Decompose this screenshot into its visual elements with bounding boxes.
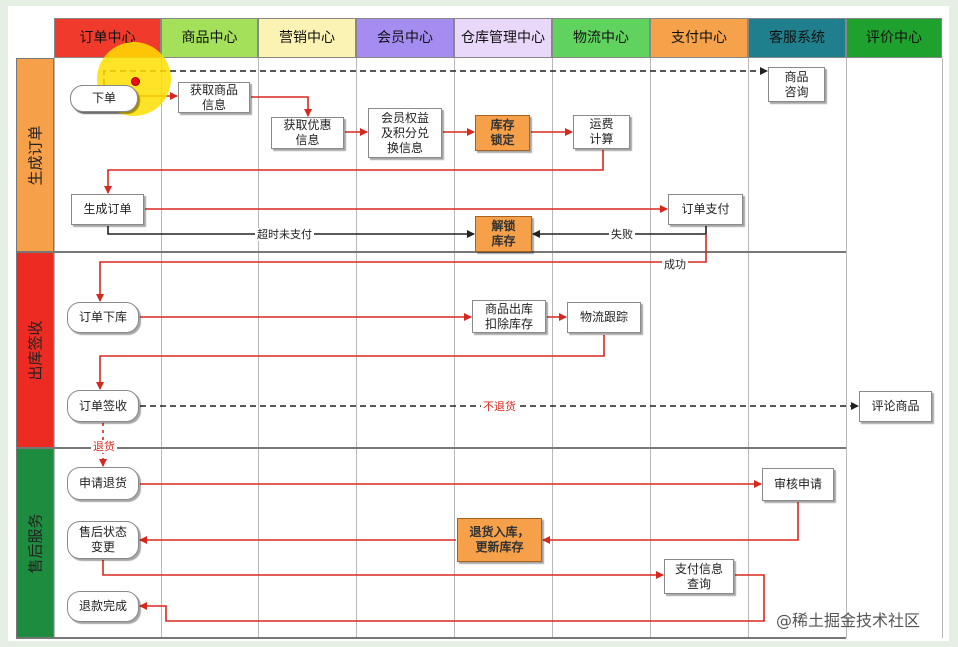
edge-label-no-return: 不退货: [481, 400, 518, 413]
column-header-member-center: 会员中心: [356, 18, 454, 58]
node-label: 支付信息 查询: [674, 561, 723, 591]
node-label: 获取优惠 信息: [283, 118, 332, 147]
column-header-marketing-center: 营销中心: [258, 18, 356, 58]
node-label: 售后状态 变更: [78, 525, 127, 554]
node-label: 评论商品: [871, 399, 920, 413]
connector-status-to-payinfo: [102, 560, 664, 579]
edge-label-return: 退货: [91, 440, 117, 453]
node-label: 订单支付: [681, 202, 730, 216]
column-divider: [258, 58, 259, 638]
lane-divider: [16, 637, 846, 639]
node-label: 订单签收: [78, 398, 127, 413]
node-label: 生成订单: [83, 202, 132, 216]
column-header-logistics-center: 物流中心: [552, 18, 650, 58]
lane-label-create-order: 生成订单: [16, 58, 54, 252]
node-label: 获取商品 信息: [189, 82, 238, 112]
column-divider: [54, 58, 55, 638]
node-rate-product: 评论商品: [859, 391, 932, 422]
column-header-customer-service: 客服系统: [748, 18, 846, 58]
edge-label-fail: 失败: [609, 228, 635, 241]
column-divider: [552, 58, 553, 638]
node-label: 审核申请: [773, 477, 822, 491]
connector-timeout-unlock: [107, 226, 475, 238]
node-refund-done: 退款完成: [67, 591, 139, 622]
node-pay-info-query: 支付信息 查询: [664, 559, 734, 594]
node-member-points: 会员权益 及积分兑 换信息: [368, 108, 442, 158]
column-header-review-center: 评价中心: [846, 18, 942, 58]
column-divider: [748, 58, 749, 638]
node-label: 物流跟踪: [579, 310, 628, 324]
column-divider: [356, 58, 357, 638]
connector-success-outbound: [96, 234, 707, 302]
node-lock-stock: 库存 锁定: [475, 115, 530, 151]
node-label: 退款完成: [78, 599, 127, 613]
node-logistics-track: 物流跟踪: [567, 302, 641, 333]
lane-divider: [16, 251, 846, 253]
column-divider: [942, 58, 943, 638]
node-goods-outbound: 商品出库 扣除库存: [472, 300, 546, 333]
node-after-sale-status: 售后状态 变更: [67, 521, 139, 559]
node-label: 解锁 库存: [491, 219, 516, 248]
edge-label-success: 成功: [662, 258, 688, 271]
node-shipping-calc: 运费 计算: [573, 115, 630, 149]
node-label: 运费 计算: [589, 117, 614, 146]
node-order-receive: 订单签收: [67, 390, 139, 422]
node-order-pay: 订单支付: [668, 194, 743, 225]
column-divider: [650, 58, 651, 638]
connector-payinfo-to-refund: [139, 574, 765, 622]
node-label: 商品出库 扣除库存: [484, 301, 533, 331]
node-apply-return: 申请退货: [67, 467, 139, 500]
node-label: 库存 锁定: [490, 118, 515, 147]
node-return-restock: 退货入库， 更新库存: [457, 518, 542, 562]
watermark: @稀土掘金技术社区: [776, 611, 921, 630]
node-get-product-info: 获取商品 信息: [178, 82, 250, 113]
node-label: 下单: [91, 91, 116, 105]
lane-divider: [16, 447, 846, 449]
lane-label-outbound-receive: 出库签收: [16, 252, 54, 448]
column-header-product-center: 商品中心: [161, 18, 258, 58]
node-label: 商品 咨询: [784, 69, 809, 99]
node-product-consult: 商品 咨询: [768, 67, 825, 102]
connector-logistics-to-receive: [96, 335, 605, 390]
node-place-order-overlay: 下单: [70, 85, 138, 112]
column-divider: [161, 58, 162, 638]
column-header-payment-center: 支付中心: [650, 18, 748, 58]
lane-label-after-sale: 售后服务: [16, 448, 54, 638]
cursor-pointer-icon: [131, 77, 140, 86]
connector-shipping-to-create: [104, 150, 604, 194]
connector-review-to-restock: [542, 502, 799, 544]
edge-label-timeout-unpaid: 超时未支付: [255, 228, 314, 241]
node-order-outbound: 订单下库: [67, 302, 139, 333]
node-label: 申请退货: [78, 476, 127, 490]
node-label: 订单下库: [78, 310, 127, 324]
node-label: 会员权益 及积分兑 换信息: [380, 110, 429, 155]
column-header-warehouse-center: 仓库管理中心: [454, 18, 552, 58]
node-label: 退货入库， 更新库存: [469, 525, 530, 554]
node-unlock-stock: 解锁 库存: [475, 216, 532, 252]
column-divider: [454, 58, 455, 638]
column-divider: [846, 58, 847, 638]
connector-product-to-promo: [251, 96, 312, 117]
node-create-order: 生成订单: [71, 194, 144, 225]
node-get-promo-info: 获取优惠 信息: [271, 117, 344, 149]
node-review-apply: 审核申请: [762, 468, 834, 501]
